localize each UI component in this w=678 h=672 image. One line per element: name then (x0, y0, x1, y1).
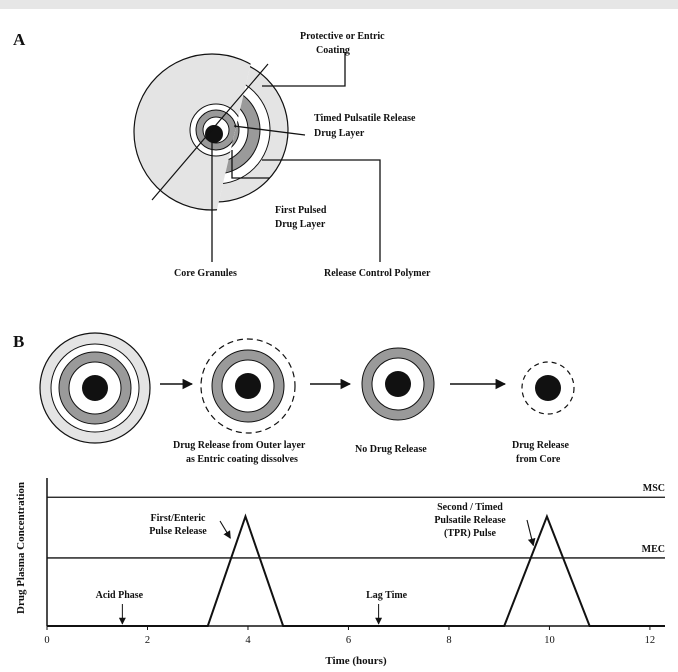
label-polymer: Release Control Polymer (324, 268, 431, 279)
caption-stage-4: Drug Release from Core (512, 440, 571, 465)
x-tick-label: 10 (544, 635, 555, 646)
panel-b-letter: B (13, 332, 24, 351)
x-tick-label: 2 (145, 635, 150, 646)
annotation-first-pulse-arrow (219, 520, 231, 539)
stage-2-coating-dissolving (200, 338, 296, 434)
x-tick-label: 6 (346, 635, 351, 646)
label-core: Core Granules (174, 268, 237, 279)
annotation-acid-phase: Acid Phase (96, 590, 144, 601)
annotation-lag-time: Lag Time (366, 590, 408, 601)
x-tick-label: 12 (645, 635, 656, 646)
caption-stage-3: No Drug Release (355, 444, 427, 455)
x-tick-label: 0 (44, 635, 49, 646)
x-axis-label: Time (hours) (325, 655, 387, 667)
label-coating: Protective or Entric Coating (300, 31, 387, 56)
reference-label-mec: MEC (642, 544, 665, 555)
panel-a-letter: A (13, 30, 26, 49)
y-axis-label: Drug Plasma Concentration (15, 482, 27, 614)
reference-label-msc: MSC (643, 483, 665, 494)
stage-3-no-release (361, 347, 435, 421)
annotation-second-pulse-arrow (526, 519, 536, 547)
panel-a-leaders (211, 52, 381, 262)
x-tick-label: 8 (446, 635, 451, 646)
label-tpr-layer: Timed Pulsatile Release Drug Layer (314, 113, 418, 139)
label-first-pulse: First Pulsed Drug Layer (275, 205, 329, 230)
top-strip (0, 0, 678, 9)
concentration-series-line (47, 513, 665, 627)
stage-1-full-capsule (39, 332, 151, 444)
capsule-cross-section (133, 53, 289, 211)
caption-stage-2: Drug Release from Outer layer as Entric … (173, 440, 308, 465)
x-tick-label: 4 (245, 635, 251, 646)
stage-4-core-release (521, 361, 575, 415)
